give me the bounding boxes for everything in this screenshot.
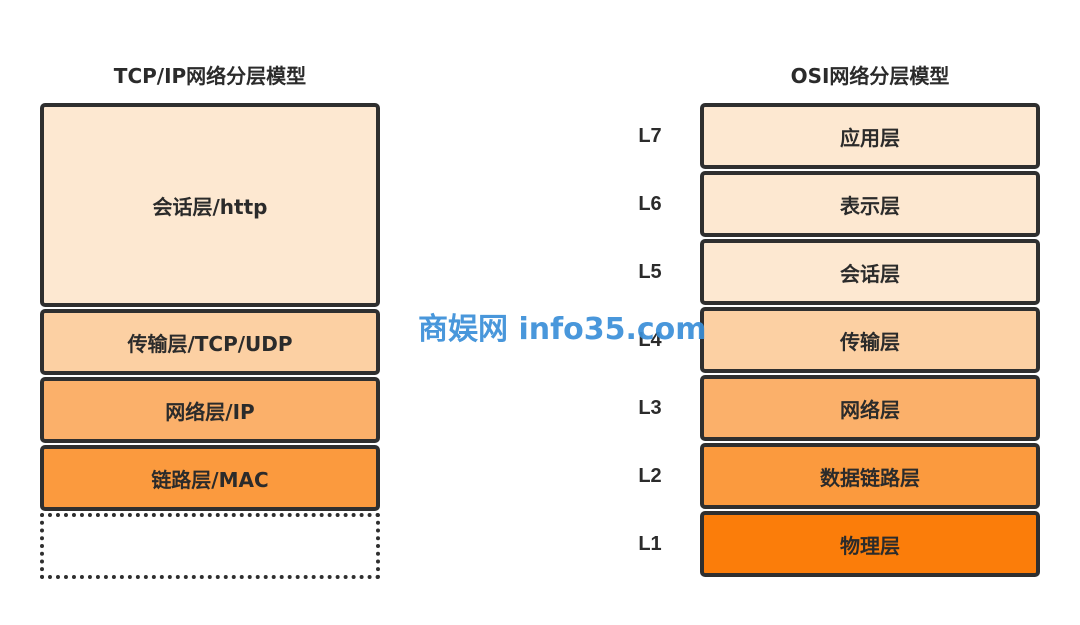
tcp-layer-physical-placeholder (40, 513, 380, 579)
osi-level-l7: L7 (638, 124, 662, 147)
osi-layer-session-label: 会话层 (840, 261, 900, 286)
osi-level-l3: L3 (638, 396, 662, 419)
osi-layer-physical: 物理层 (700, 511, 1040, 577)
osi-layer-transport-label: 传输层 (840, 329, 900, 354)
osi-layer-presentation: 表示层 (700, 171, 1040, 237)
tcp-layer-network: 网络层/IP (40, 377, 380, 443)
tcp-layer-link: 链路层/MAC (40, 445, 380, 511)
tcp-layer-network-label: 网络层/IP (165, 399, 255, 424)
tcp-layer-transport-label: 传输层/TCP/UDP (127, 331, 293, 356)
osi-layer-data-link: 数据链路层 (700, 443, 1040, 509)
osi-layer-physical-label: 物理层 (840, 533, 900, 558)
tcp-ip-stack: 会话层/http 传输层/TCP/UDP 网络层/IP 链路层/MAC (40, 103, 380, 581)
osi-layer-transport: 传输层 (700, 307, 1040, 373)
osi-layer-application: 应用层 (700, 103, 1040, 169)
osi-level-l2: L2 (638, 464, 662, 487)
osi-level-l6: L6 (638, 192, 662, 215)
tcp-layer-link-label: 链路层/MAC (151, 467, 269, 492)
osi-level-l1: L1 (638, 532, 662, 555)
osi-level-l5: L5 (638, 260, 662, 283)
osi-level-l4: L4 (638, 328, 662, 351)
osi-model-title: OSI网络分层模型 (790, 64, 950, 88)
tcp-ip-model-title: TCP/IP网络分层模型 (113, 64, 307, 88)
osi-layer-presentation-label: 表示层 (840, 193, 900, 218)
osi-layer-session: 会话层 (700, 239, 1040, 305)
osi-layer-data-link-label: 数据链路层 (820, 465, 920, 490)
site-watermark: 商娱网 info35.com (418, 312, 707, 347)
tcp-layer-session: 会话层/http (40, 103, 380, 307)
osi-layer-network-label: 网络层 (840, 397, 900, 422)
osi-stack: 应用层 表示层 会话层 传输层 网络层 数据链路层 物理层 (700, 103, 1040, 579)
tcp-layer-session-label: 会话层/http (152, 194, 268, 219)
tcp-layer-transport: 传输层/TCP/UDP (40, 309, 380, 375)
osi-layer-application-label: 应用层 (840, 125, 900, 150)
osi-layer-network: 网络层 (700, 375, 1040, 441)
osi-level-labels: L7 L6 L5 L4 L3 L2 L1 (610, 103, 690, 579)
